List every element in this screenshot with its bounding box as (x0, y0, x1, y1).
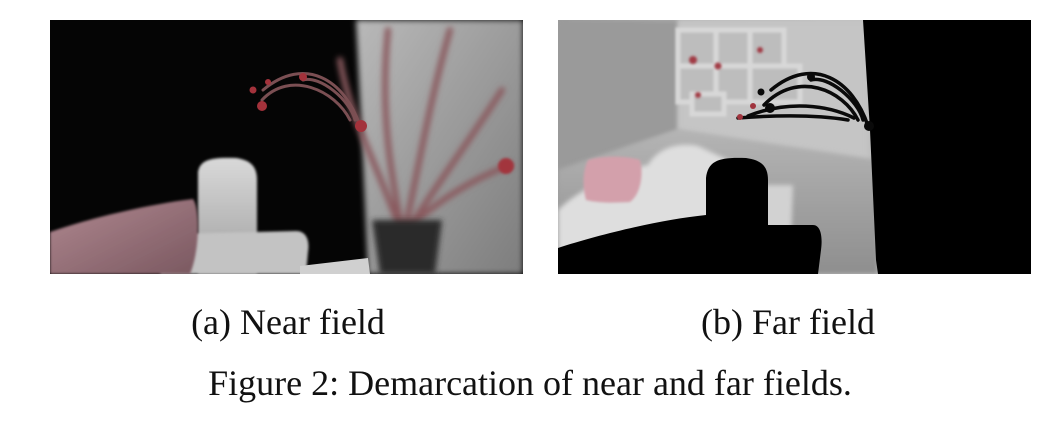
near-field-image (50, 20, 523, 274)
far-field-image (558, 20, 1031, 274)
figure-caption: Figure 2: Demarcation of near and far fi… (208, 363, 852, 403)
subfigure-caption-near-field: (a) Near field (191, 302, 385, 342)
subfigure-caption-far-field: (b) Far field (701, 302, 875, 342)
